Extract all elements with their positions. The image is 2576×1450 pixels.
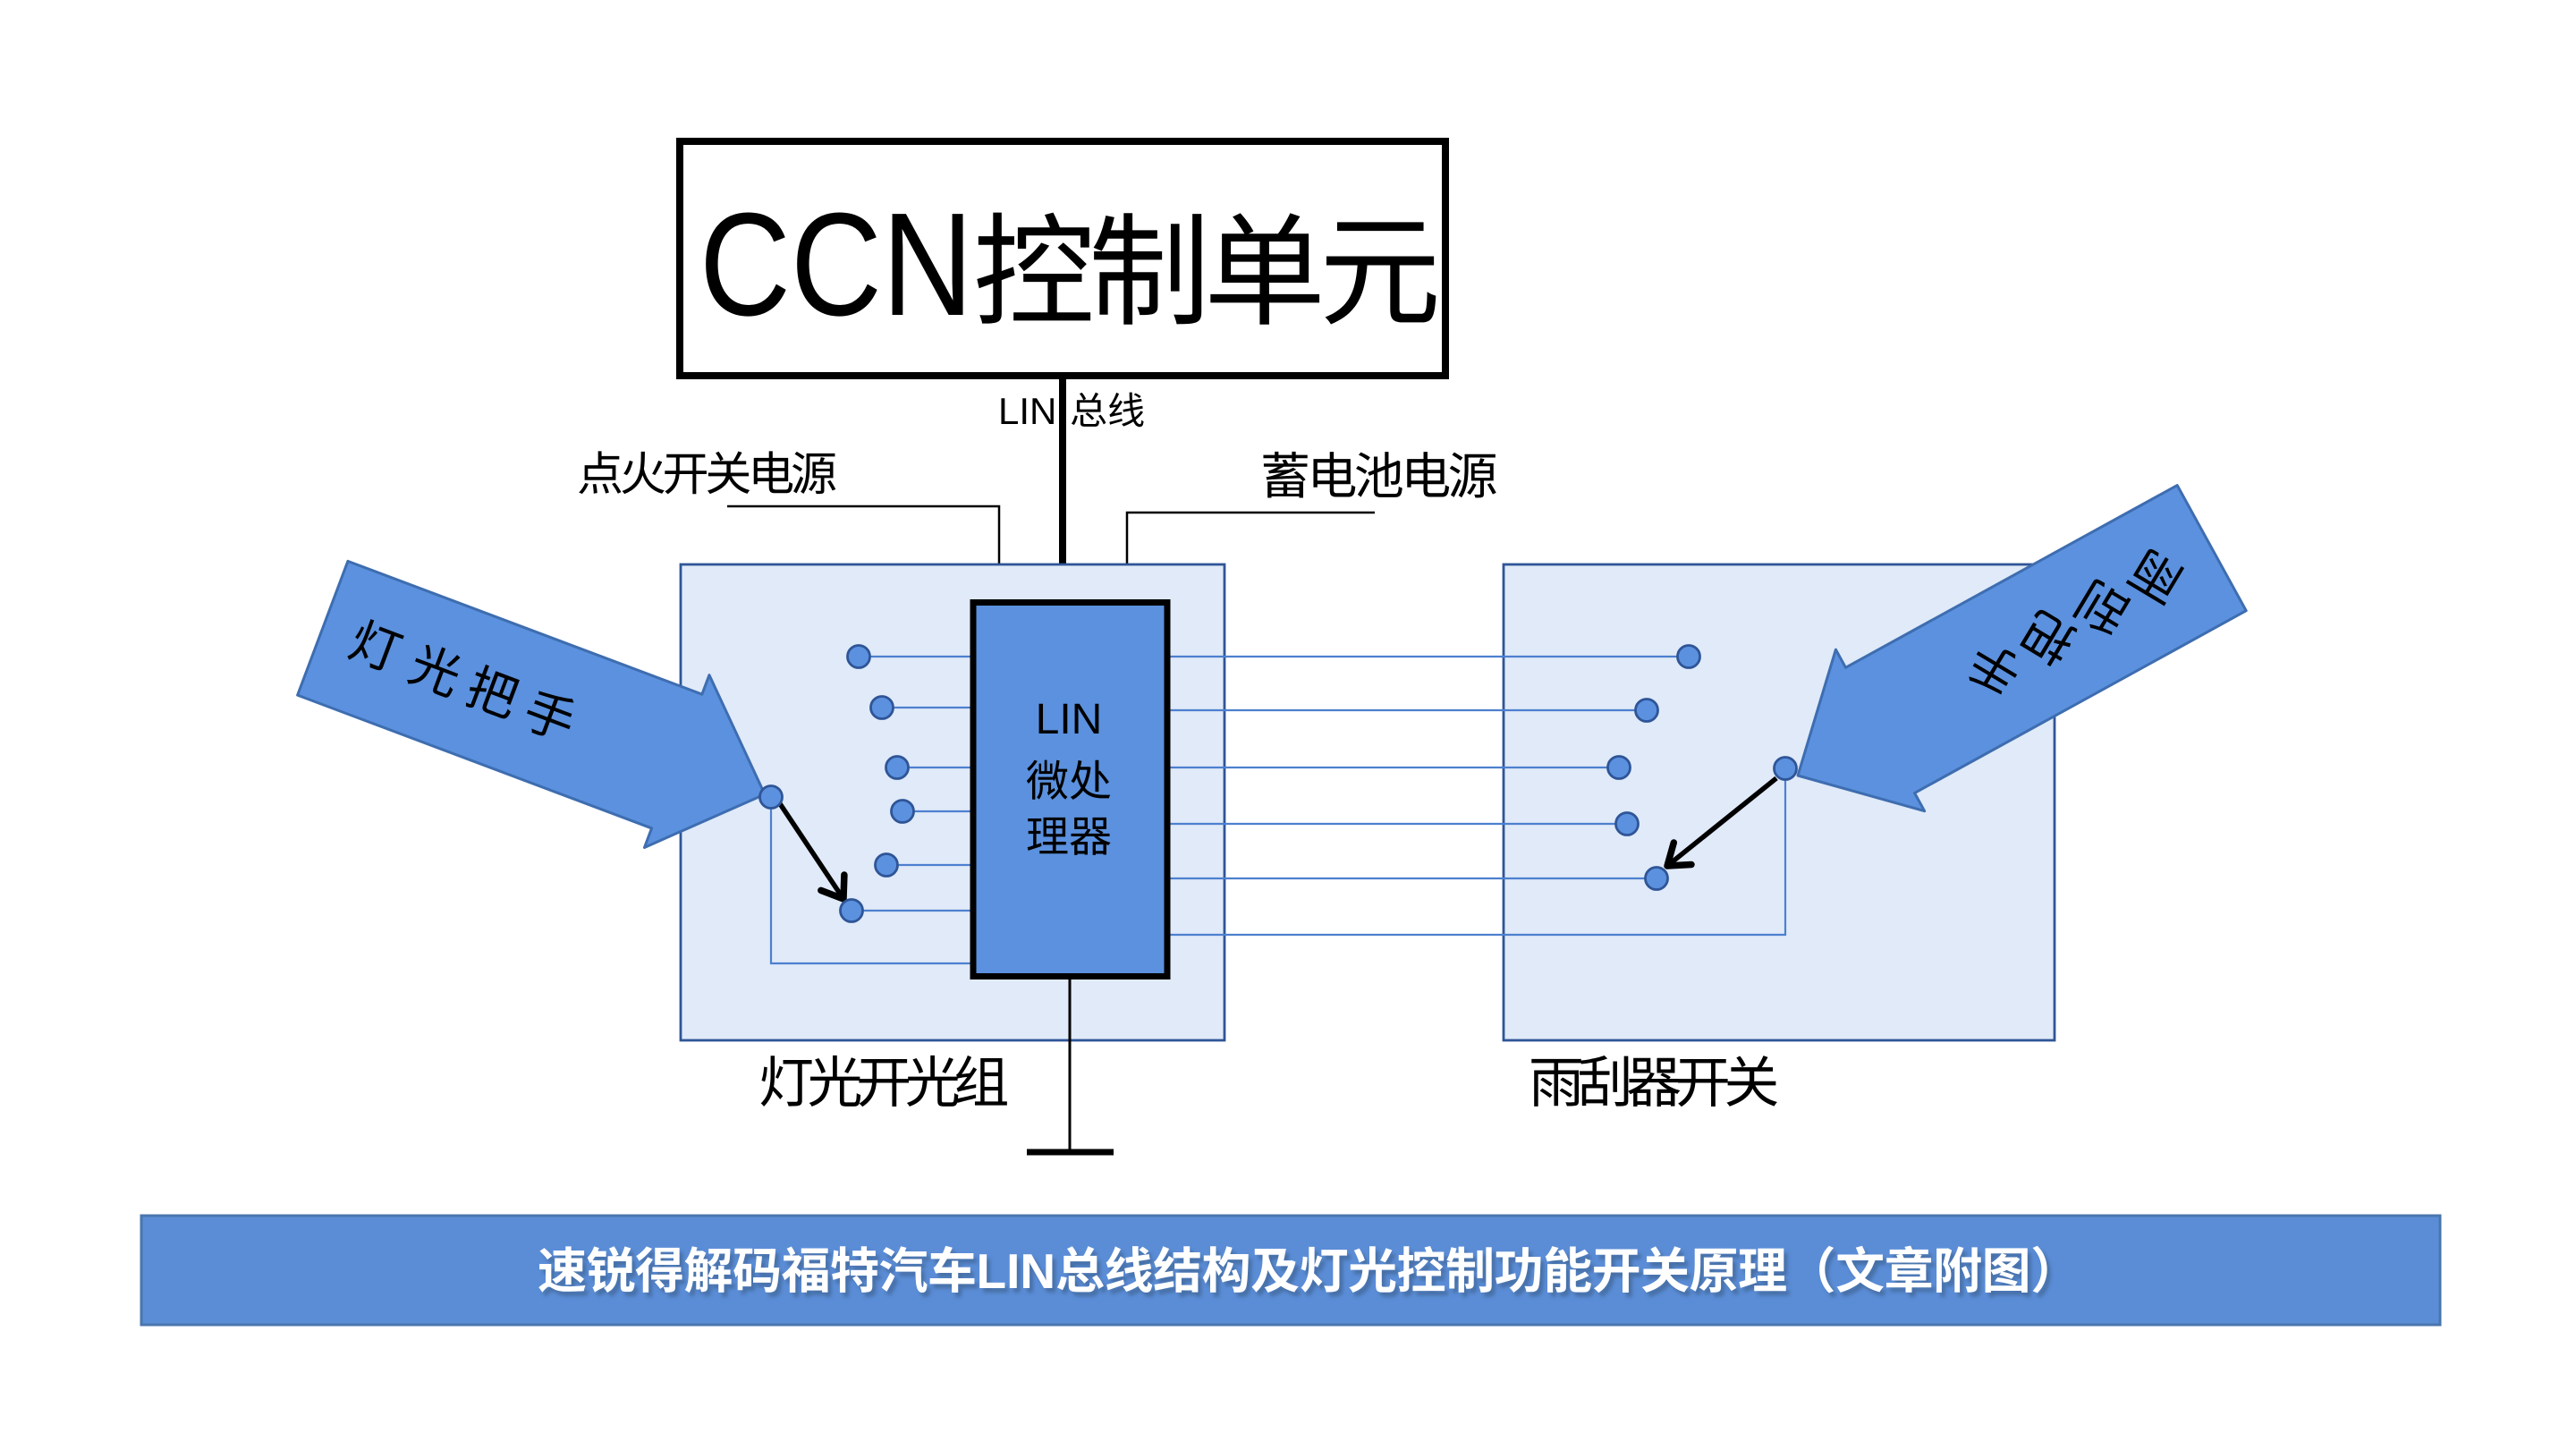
svg-text:CCN: CCN: [699, 182, 973, 346]
svg-text:LIN: LIN: [977, 1243, 1056, 1299]
svg-text:LIN: LIN: [1036, 696, 1103, 743]
svg-text:LIN: LIN: [980, 1248, 1060, 1303]
svg-text:LIN: LIN: [998, 390, 1056, 432]
